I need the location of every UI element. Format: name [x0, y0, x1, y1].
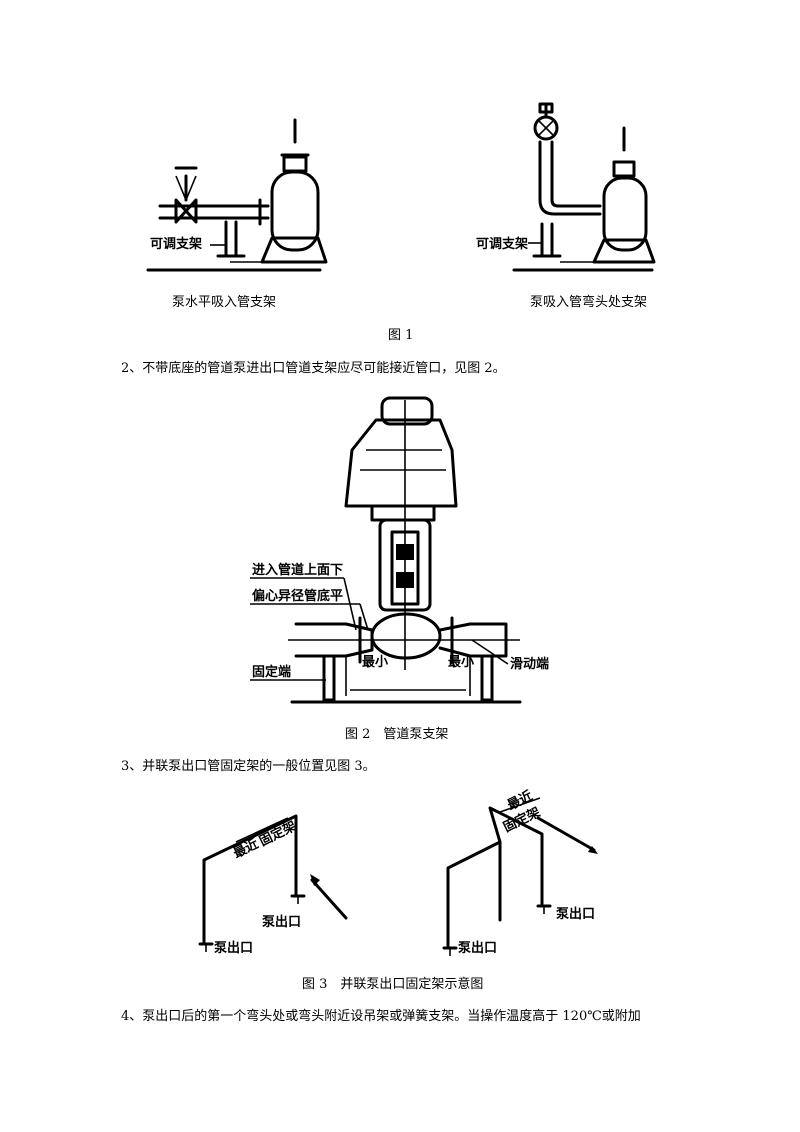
figure3-left-label-2: 固定架 — [257, 818, 299, 849]
figure3-right-outlet-1: 泵出口 — [458, 940, 497, 956]
figure3-caption: 图 3 并联泵出口固定架示意图 — [302, 977, 484, 992]
paragraph-2: 2、不带底座的管道泵进出口管道支架应尽可能接近管口，见图 2。 — [121, 361, 506, 376]
figure3-right-outlet-2: 泵出口 — [556, 906, 595, 922]
figure2-label-3: 固定端 — [252, 664, 291, 680]
pump-left — [146, 118, 328, 272]
paragraph-4: 4、泵出口后的第一个弯头处或弯头附近设吊架或弹簧支架。当操作温度高于 120℃或… — [121, 1009, 641, 1024]
figure3-left-outlet-2: 泵出口 — [262, 914, 301, 930]
figure1-caption: 图 1 — [388, 328, 414, 343]
figure2-label-6: 滑动端 — [510, 656, 549, 672]
figure2-label-5: 最小 — [448, 655, 474, 670]
paragraph-3: 3、并联泵出口管固定架的一般位置见图 3。 — [121, 759, 376, 774]
figure2-label-2: 偏心异径管底平 — [252, 588, 343, 604]
figure3-right-label-2: 固定架 — [501, 804, 543, 835]
figure2-label-1: 进入管道上面下 — [252, 562, 343, 578]
figure1-left-caption: 泵水平吸入管支架 — [172, 295, 277, 310]
pump-right — [512, 102, 656, 272]
figure3-left-label-1: 最近 — [231, 836, 261, 862]
figure1-right-caption: 泵吸入管弯头处支架 — [530, 295, 648, 310]
figure3-left-outlet-1: 泵出口 — [214, 940, 253, 956]
figure1-right-label: 可调支架 — [476, 236, 528, 252]
figure2-caption: 图 2 管道泵支架 — [345, 727, 449, 742]
figure1-left-label: 可调支架 — [150, 236, 202, 252]
figure2-label-4: 最小 — [362, 655, 388, 670]
